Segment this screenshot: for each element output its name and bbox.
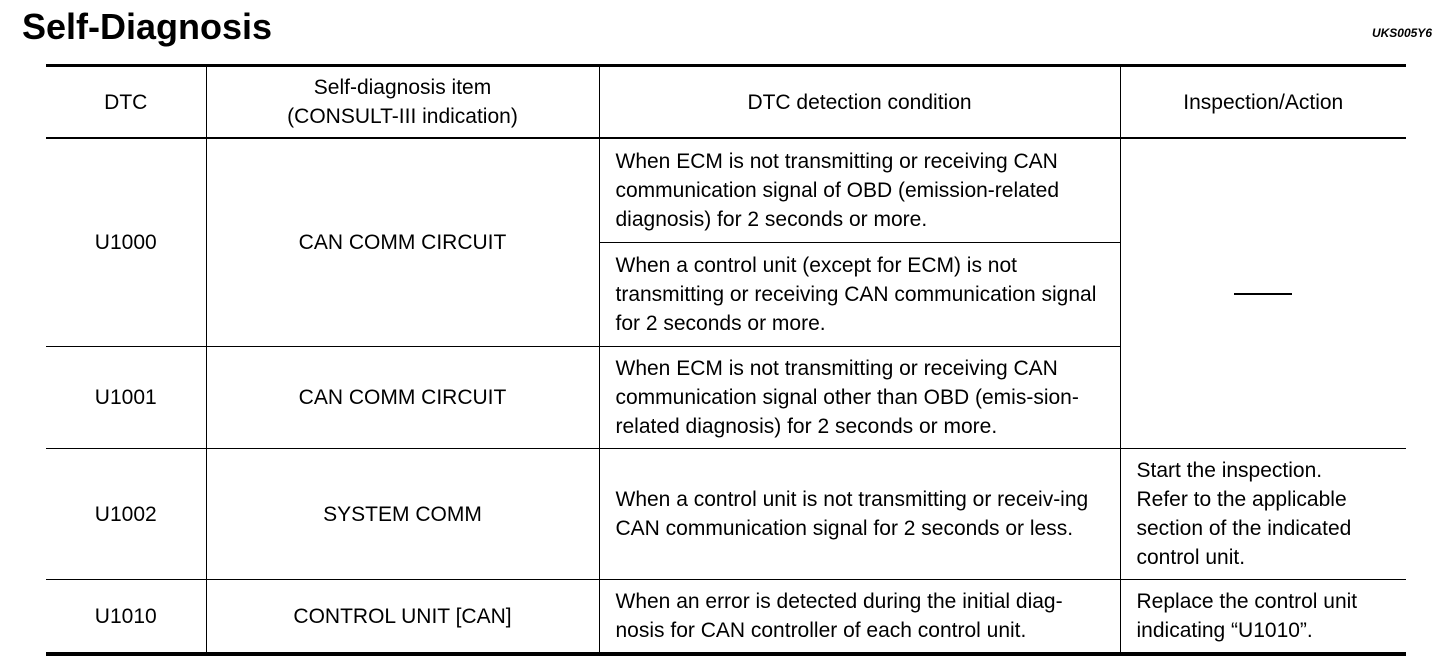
action-cell: Start the inspection. Refer to the appli… <box>1119 448 1406 580</box>
dtc-cell: U1001 <box>46 346 207 449</box>
header-self-diagnosis-item: Self-diagnosis item (CONSULT-III indicat… <box>205 65 600 139</box>
condition-cell: When a control unit is not transmitting … <box>598 448 1121 580</box>
action-cell-empty <box>1119 138 1406 449</box>
item-cell: SYSTEM COMM <box>205 448 600 580</box>
header-detection-condition: DTC detection condition <box>598 65 1121 139</box>
condition-cell: When an error is detected during the ini… <box>598 579 1121 655</box>
header-item-line2: (CONSULT-III indication) <box>287 105 518 128</box>
action-line2: Refer to the applicable section of the i… <box>1136 488 1352 569</box>
item-cell: CAN COMM CIRCUIT <box>205 346 600 449</box>
header-item-line1: Self-diagnosis item <box>313 76 492 99</box>
table-row: U1000 CAN COMM CIRCUIT When ECM is not t… <box>46 138 1406 449</box>
table-row: U1010 CONTROL UNIT [CAN] When an error i… <box>46 579 1406 655</box>
table-row: U1001 CAN COMM CIRCUIT When ECM is not t… <box>46 346 1406 449</box>
dtc-cell: U1010 <box>46 579 207 655</box>
document-code: UKS005Y6 <box>1371 26 1432 40</box>
dtc-cell: U1002 <box>46 448 207 580</box>
header-dtc: DTC <box>46 65 207 139</box>
table-row: When a control unit (except for ECM) is … <box>46 242 1406 347</box>
condition-cell: When ECM is not transmitting or receivin… <box>598 346 1120 449</box>
condition-cell: When a control unit (except for ECM) is … <box>599 242 1120 347</box>
condition-cell: When ECM is not transmitting or receivin… <box>598 138 1121 243</box>
action-cell: Replace the control unit indicating “U10… <box>1119 579 1406 655</box>
dtc-cell: U1000 <box>46 138 207 347</box>
page-title: Self-Diagnosis <box>22 6 273 47</box>
no-action-dash <box>1234 293 1293 296</box>
header-inspection-action: Inspection/Action <box>1119 65 1406 139</box>
item-cell: CAN COMM CIRCUIT <box>205 138 600 347</box>
header-row: DTC Self-diagnosis item (CONSULT-III ind… <box>46 65 1406 139</box>
table-row: U1002 SYSTEM COMM When a control unit is… <box>46 448 1406 580</box>
action-line1: Start the inspection. <box>1136 459 1323 482</box>
self-diagnosis-table: DTC Self-diagnosis item (CONSULT-III ind… <box>46 64 1406 656</box>
item-cell: CONTROL UNIT [CAN] <box>205 579 600 655</box>
